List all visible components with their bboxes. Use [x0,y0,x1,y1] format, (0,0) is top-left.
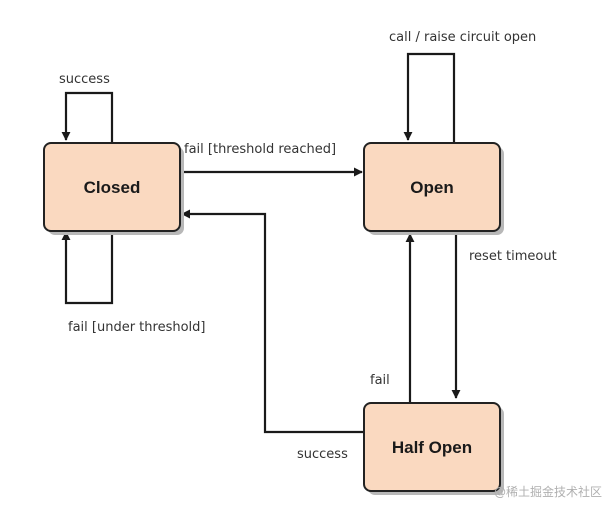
label-closed-success: success [59,72,110,87]
watermark: @稀土掘金技术社区 [494,484,602,499]
edge-open-self-loop [403,52,456,143]
label-half-open-success: success [297,447,348,462]
node-open: Open [363,142,504,235]
node-half-open: Half Open [363,402,504,495]
edge-closed-fail-under-loop [61,230,114,305]
node-closed-box [43,142,181,232]
node-half-open-box [363,402,501,492]
node-closed: Closed [43,142,184,235]
label-open-self: call / raise circuit open [389,30,536,45]
edge-half-open-to-closed [181,209,364,434]
edge-closed-success-loop [61,91,114,144]
label-closed-fail-under: fail [under threshold] [68,320,205,335]
node-half-open-label: Half Open [392,438,472,457]
node-closed-label: Closed [84,178,141,197]
label-reset-timeout: reset timeout [469,249,557,264]
node-open-label: Open [410,178,453,197]
node-open-box [363,142,501,232]
label-half-open-fail: fail [370,373,390,388]
label-closed-to-open: fail [threshold reached] [184,142,336,157]
